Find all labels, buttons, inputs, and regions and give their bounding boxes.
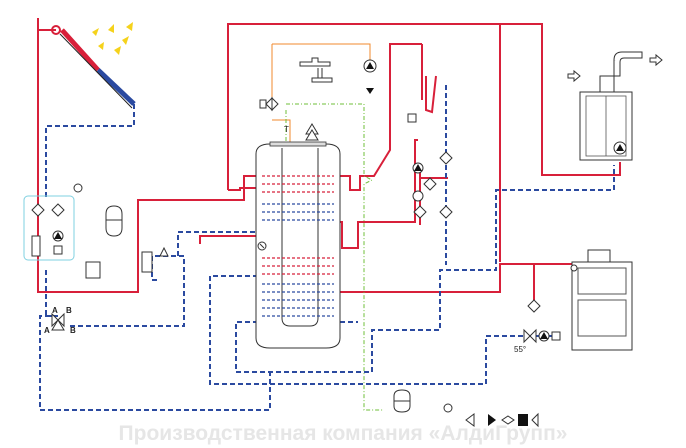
right-valve-stack	[407, 113, 453, 219]
circulation-pump-icon	[363, 59, 377, 94]
wall-boiler	[579, 51, 643, 161]
valve-port-b-top: B	[66, 306, 72, 315]
watermark: Производственная компания «АлдиГрупп»	[119, 422, 568, 445]
faucet-icon	[299, 57, 333, 83]
solar-pump-group	[23, 195, 75, 261]
solid-fuel-boiler	[570, 249, 633, 351]
tank-sensor-marker: T	[284, 125, 289, 134]
return-piping	[39, 85, 615, 411]
boiler-valve-group	[523, 299, 561, 344]
mixing-valve-left	[51, 312, 65, 331]
sun-icon	[92, 22, 133, 55]
solar-collector-icon	[51, 25, 136, 109]
thermostat-setpoint: 55°	[514, 345, 526, 354]
circulation-line	[286, 103, 384, 411]
valve-port-b-bottom: B	[70, 326, 76, 335]
three-way-valve-icon	[259, 96, 279, 112]
pressure-gauge-icon	[73, 183, 453, 413]
flue-arrow-icon	[567, 53, 663, 83]
valve-port-a-top: A	[52, 306, 58, 315]
storage-tank	[255, 141, 341, 349]
dhw-line	[271, 43, 371, 144]
tank-top-valve-icon	[305, 123, 319, 141]
bottom-valve-group	[465, 412, 539, 428]
expansion-vessel-icon	[105, 205, 411, 413]
check-valve-icon	[141, 246, 169, 273]
valve-port-a-bottom: A	[44, 326, 50, 335]
